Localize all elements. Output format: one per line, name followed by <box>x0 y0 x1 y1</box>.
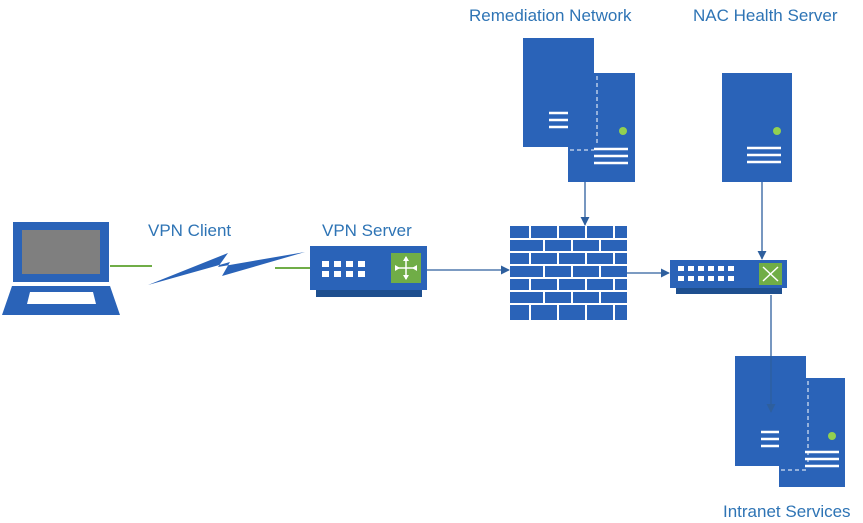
laptop-icon <box>2 222 120 315</box>
remediation-network-label: Remediation Network <box>469 6 632 25</box>
intranet-services-label: Intranet Services <box>723 502 851 521</box>
intranet-server-front-icon <box>779 378 845 487</box>
nac-health-server-label: NAC Health Server <box>693 6 838 25</box>
vpn-server-label: VPN Server <box>322 221 412 240</box>
vpn-client-label: VPN Client <box>148 221 231 240</box>
vpn-tunnel-bolt-icon <box>148 252 305 285</box>
remediation-server-front-icon <box>568 73 635 182</box>
nac-health-server-icon <box>722 73 792 182</box>
vpn-server-router-icon <box>310 246 427 297</box>
switch-icon <box>670 260 787 294</box>
firewall-icon <box>510 226 627 320</box>
